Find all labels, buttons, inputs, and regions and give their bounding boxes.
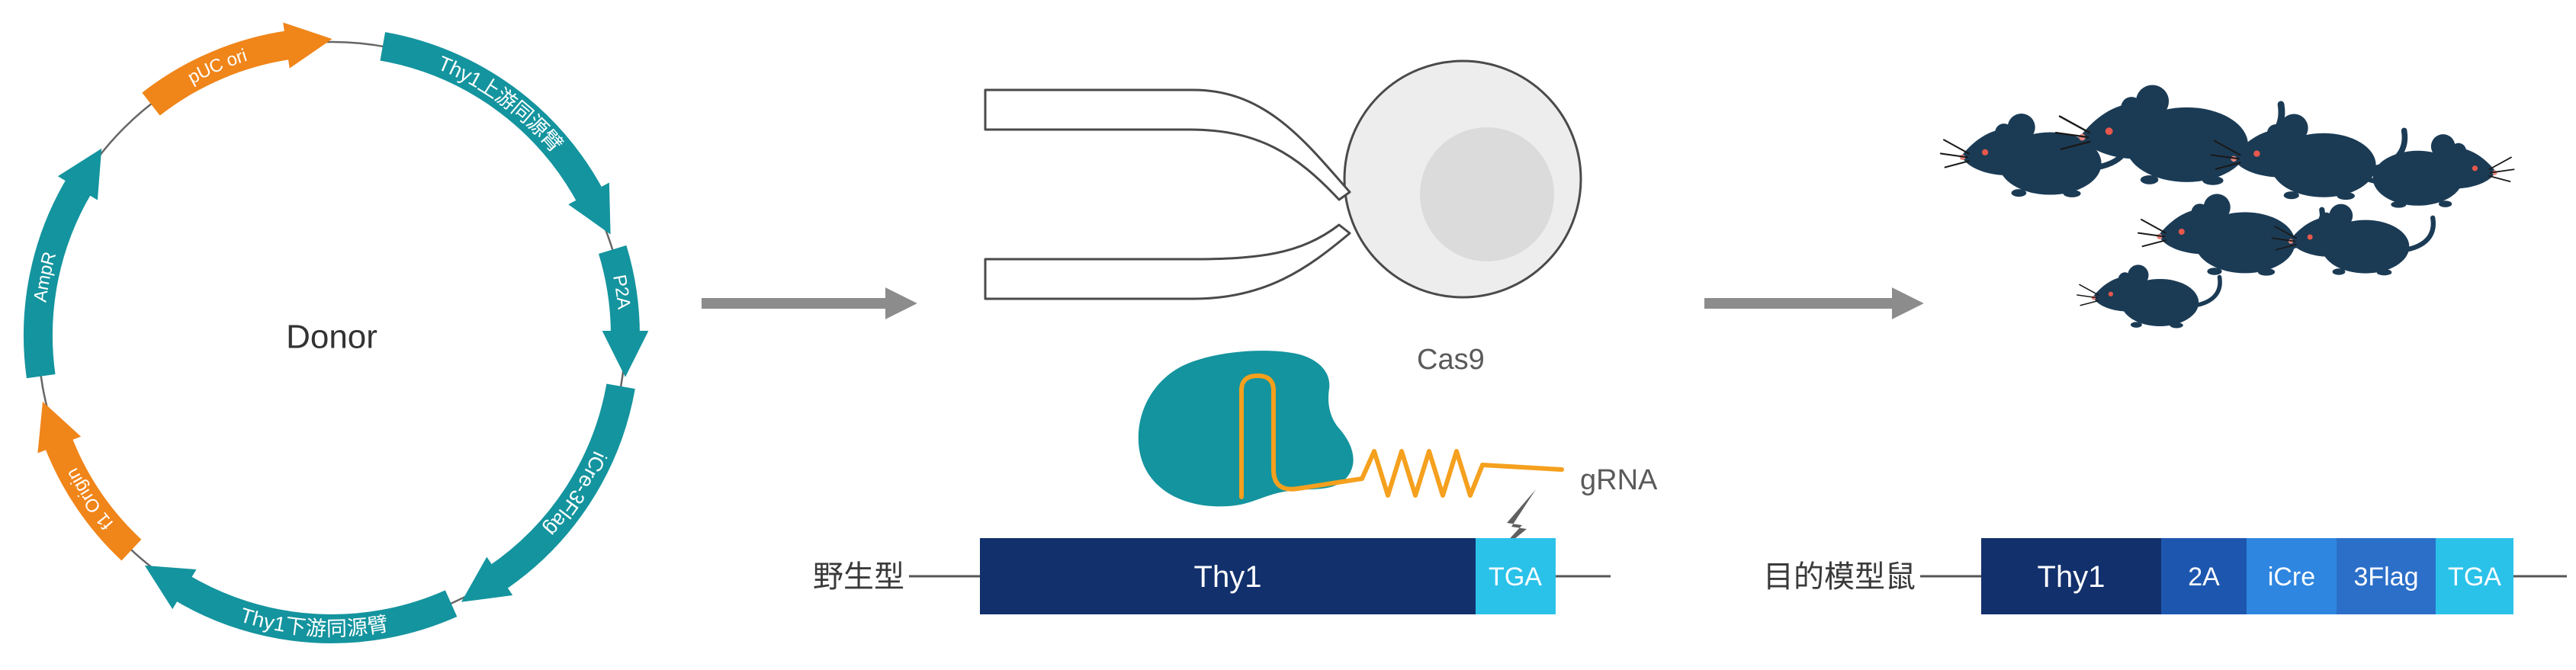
plasmid-feature-arc-thy1-upstream [380,32,611,235]
model-label: 目的模型鼠 [1763,560,1916,594]
microinjection-figure [984,59,1582,300]
model-segment-thy1-label: Thy1 [2038,560,2105,594]
model-segment-tga-label: TGA [2448,563,2501,591]
model-segment-3flag [2337,538,2436,614]
model-segment-tga [2436,538,2513,614]
wildtype-label: 野生型 [813,560,904,594]
cas9-protein [1138,351,1354,507]
mice-group [1941,85,2514,328]
plasmid-feature-label-thy1-upstream: Thy1上游同源臂 [435,52,567,156]
cell-nucleus [1420,127,1554,261]
plasmid-feature-arc-p2a [598,245,649,377]
wildtype-construct: 野生型 Thy1 TGA [813,538,1611,614]
grna-label: gRNA [1580,464,1658,496]
wildtype-stop-label: TGA [1489,563,1542,591]
model-segment-icre [2247,538,2337,614]
model-construct: 目的模型鼠 Thy1 2A iCre 3Flag TGA [1763,538,2567,614]
model-segment-thy1 [1981,538,2161,614]
model-segment-icre-label: iCre [2268,563,2315,591]
mouse [2077,264,2220,328]
plasmid-feature-arc-thy1-downstream [144,565,458,643]
plasmid-feature-arc-f1-origin [37,401,142,561]
model-segment-2a [2161,538,2247,614]
plasmid-feature-arc-icre-3flag [461,383,635,602]
holding-pipette-bottom-wall [984,223,1351,300]
wildtype-stop-box [1476,538,1556,614]
model-segment-3flag-label: 3Flag [2353,563,2418,591]
plasmid-feature-arc-ampr [24,148,102,379]
model-segment-2a-label: 2A [2188,563,2220,591]
plasmid-feature-arc-puc-ori [142,22,332,116]
wildtype-gene-bar [980,538,1476,614]
cas9-label: Cas9 [1417,344,1485,376]
cas9-grna-complex: Cas9 gRNA [1138,344,1658,556]
holding-pipette-top-wall [984,88,1351,201]
plasmid-map: pUC ori Thy1上游同源臂 P2A iCre-3Flag Thy1下游同… [24,22,649,643]
plasmid-feature-label-icre-3flag: iCre-3Flag [540,448,611,540]
wildtype-gene-label: Thy1 [1194,560,1262,594]
grna-strand [1239,373,1564,499]
plasmid-title: Donor [286,319,377,356]
mouse [2272,204,2433,276]
